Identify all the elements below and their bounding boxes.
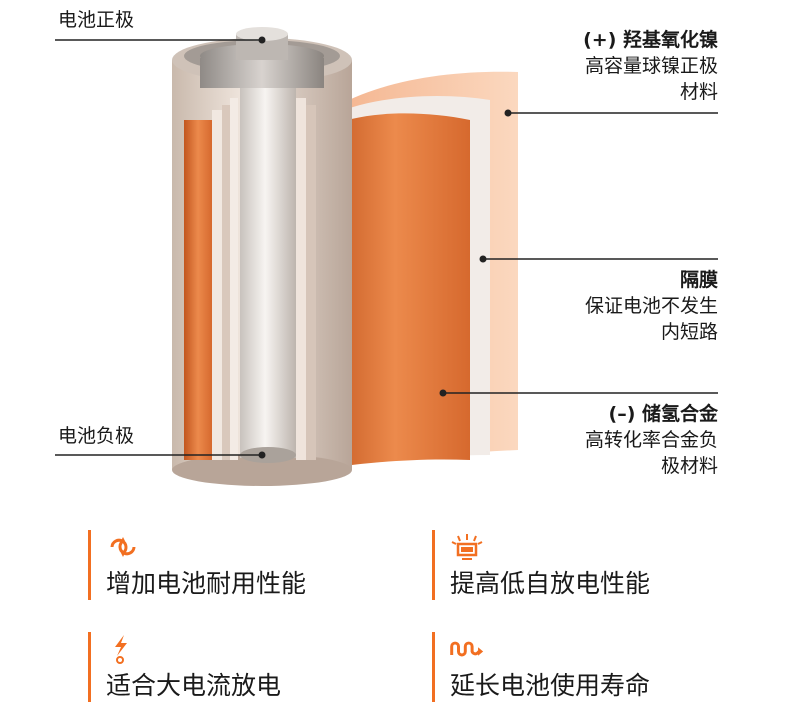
anode-title: (–) 储氢合金	[608, 403, 718, 425]
feature-text: 增加电池耐用性能	[106, 569, 307, 598]
positive-cap	[172, 27, 352, 88]
feature-accent-bar	[432, 632, 435, 702]
battery-cutaway-diagram	[55, 27, 718, 486]
feature-accent-bar	[88, 632, 91, 702]
feature-high-current: 适合大电流放电	[88, 630, 428, 705]
dot-negative	[258, 451, 266, 459]
cathode-desc-1: 高容量球镍正极	[584, 55, 718, 77]
wave-arrow-icon	[450, 641, 484, 657]
negative-terminal-label: 电池负极	[58, 425, 135, 447]
feature-accent-bar	[432, 530, 435, 600]
feature-accent-bar	[88, 530, 91, 600]
feature-low-self-discharge: 提高低自放电性能	[432, 528, 772, 603]
separator-title: 隔膜	[679, 269, 718, 291]
dot-cathode	[504, 109, 512, 117]
cathode-desc-2: 材料	[679, 81, 718, 103]
feature-durability: 增加电池耐用性能	[88, 528, 428, 603]
separator-desc-2: 内短路	[660, 321, 718, 343]
dot-positive	[258, 36, 266, 44]
battery-body	[172, 60, 352, 486]
heat-battery-icon	[451, 534, 483, 560]
lightning-plug-icon	[115, 635, 127, 664]
feature-text: 延长电池使用寿命	[450, 671, 651, 700]
dot-separator	[479, 255, 487, 263]
anode-desc-2: 极材料	[660, 455, 718, 477]
cathode-title: (+) 羟基氧化镍	[583, 29, 718, 51]
anode-desc-1: 高转化率合金负	[584, 429, 718, 451]
separator-desc-1: 保证电池不发生	[584, 295, 718, 317]
feature-long-life: 延长电池使用寿命	[432, 630, 772, 705]
cycle-arrows-icon	[110, 537, 136, 557]
dot-anode	[439, 389, 447, 397]
anode-sheet	[320, 113, 470, 468]
positive-terminal-label: 电池正极	[58, 9, 135, 31]
feature-text: 适合大电流放电	[106, 671, 282, 700]
feature-text: 提高低自放电性能	[450, 569, 651, 598]
